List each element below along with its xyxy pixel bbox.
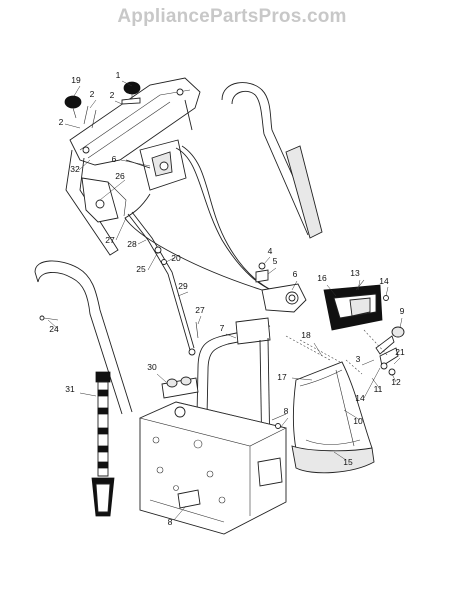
hardware-4-5 (255, 262, 269, 283)
callout-leader-line (361, 359, 375, 366)
site-watermark: AppliancePartsPros.com (117, 6, 347, 27)
callout-leader-line (114, 100, 123, 105)
callout-8: 8 (284, 406, 289, 416)
callout-leader-line (326, 284, 337, 297)
shift-rods (127, 211, 199, 356)
callout-leader-line (64, 123, 81, 129)
callout-20: 20 (171, 253, 181, 263)
callout-6: 6 (112, 154, 117, 164)
callout-4: 4 (268, 246, 273, 256)
callout-leader-line (156, 373, 167, 383)
cable-bracket (261, 283, 307, 313)
callout-18: 18 (301, 330, 311, 340)
knob-parts (64, 81, 141, 129)
callout-24: 24 (49, 324, 59, 334)
callout-29: 29 (178, 281, 188, 291)
callout-leader-line (147, 251, 159, 271)
callout-leader-line (363, 367, 381, 399)
callout-leader-line (267, 267, 277, 275)
callout-leader-line (89, 99, 97, 109)
lower-left-handle (34, 260, 133, 415)
callout-21: 21 (395, 347, 405, 357)
gear-part-30 (161, 376, 199, 399)
callout-9: 9 (400, 306, 405, 316)
callout-31: 31 (65, 384, 75, 394)
callout-leader-line (197, 315, 202, 325)
callout-leader-line (399, 317, 403, 329)
callout-28: 28 (127, 239, 137, 249)
callout-3: 3 (356, 354, 361, 364)
callout-14: 14 (379, 276, 389, 286)
callout-leader-line (391, 373, 397, 383)
callout-leader-line (121, 80, 133, 87)
callout-leader-line (120, 159, 151, 167)
callout-19: 19 (71, 75, 81, 85)
chute-hardware (345, 326, 405, 376)
callout-32: 32 (70, 164, 80, 174)
callout-leader-line (357, 279, 361, 291)
callout-leader-line (279, 417, 289, 429)
callout-14: 14 (355, 393, 365, 403)
callout-leader-line (177, 291, 189, 297)
callout-15: 15 (343, 457, 353, 467)
callout-leader-line (343, 409, 361, 421)
control-bracket (125, 139, 187, 191)
callout-25: 25 (136, 264, 146, 274)
callout-leader-line (225, 333, 237, 339)
callout-2: 2 (110, 90, 115, 100)
callout-13: 13 (350, 268, 360, 278)
callout-5: 5 (273, 256, 278, 266)
callout-leader-line (313, 342, 323, 357)
callout-17: 17 (277, 372, 287, 382)
chute-deflector (323, 279, 389, 331)
callout-11: 11 (374, 384, 383, 394)
callout-30: 30 (147, 362, 157, 372)
upper-handle-panel (65, 77, 201, 256)
callout-leader-line (173, 505, 187, 521)
discharge-chute (285, 335, 375, 474)
callout-2: 2 (59, 117, 64, 127)
callout-27: 27 (105, 235, 115, 245)
callout-27: 27 (195, 305, 205, 315)
callout-12: 12 (391, 377, 401, 387)
callout-10: 10 (353, 416, 363, 426)
callout-7: 7 (220, 323, 225, 333)
callout-leader-line (137, 239, 147, 245)
callout-leader-line (165, 257, 175, 263)
callout-leader-line (291, 377, 313, 381)
callout-leader-line (333, 451, 347, 461)
callout-leader-line (47, 319, 59, 330)
callout-leader-line (78, 159, 91, 171)
callout-leader-line (291, 280, 298, 291)
callout-leader-line (385, 286, 389, 297)
callout-2: 2 (90, 89, 95, 99)
callout-1: 1 (116, 70, 121, 80)
callout-leader-line (371, 377, 381, 390)
shift-shaft (91, 371, 115, 517)
callout-6: 6 (293, 269, 298, 279)
callout-leader-line (393, 357, 401, 365)
callout-leader-line (263, 256, 271, 265)
callout-16: 16 (317, 273, 327, 283)
callout-leader-line (115, 217, 127, 241)
callout-8: 8 (168, 517, 173, 527)
callout-leader-line (73, 85, 81, 97)
callout-leader-line (79, 392, 97, 397)
control-cables (124, 145, 285, 295)
callout-26: 26 (115, 171, 125, 181)
frame-housing (139, 401, 287, 535)
upper-right-handle (221, 82, 323, 239)
callout-leader-line (99, 179, 126, 201)
